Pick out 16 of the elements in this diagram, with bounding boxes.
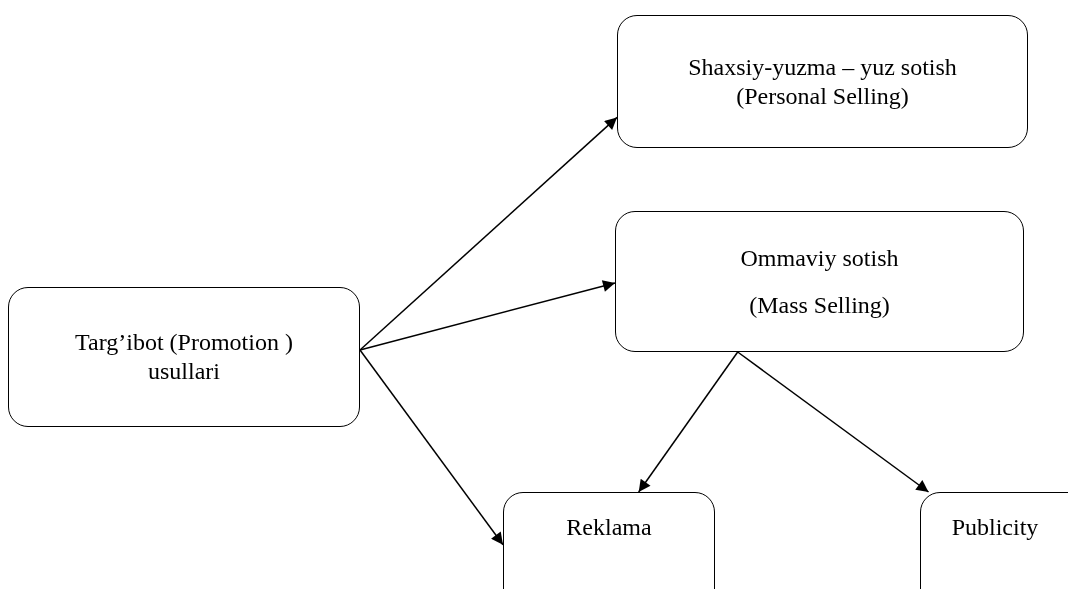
node-text: Publicity xyxy=(951,513,1039,542)
rounded-box xyxy=(617,15,1028,148)
arrow xyxy=(637,351,739,493)
node-text: (Mass Selling) xyxy=(749,290,890,320)
node-text: Reklama xyxy=(566,513,652,542)
rounded-box xyxy=(503,492,715,589)
arrow xyxy=(736,351,930,493)
arrow xyxy=(359,280,616,351)
node-text: Ommaviy sotish xyxy=(740,243,899,273)
rounded-box xyxy=(920,492,1068,589)
arrow xyxy=(359,116,618,351)
node-text: Targ’ibot (Promotion ) usullari xyxy=(74,328,294,386)
node-text: Shaxsiy-yuzma – yuz sotish (Personal Selling) xyxy=(687,52,958,111)
rounded-box xyxy=(8,287,360,427)
rounded-box xyxy=(615,211,1024,352)
arrow xyxy=(359,349,504,546)
